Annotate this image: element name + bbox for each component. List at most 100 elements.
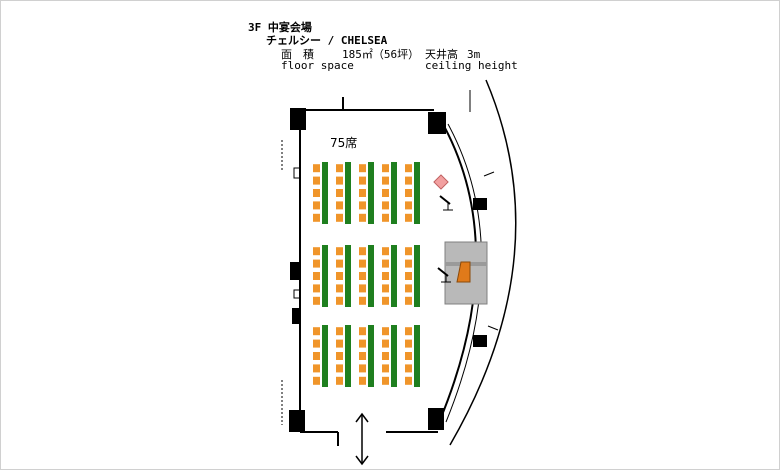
chair: [405, 272, 412, 280]
chair: [336, 176, 343, 185]
pillars: [289, 108, 487, 432]
table: [345, 325, 351, 387]
chair: [405, 189, 412, 197]
chair: [405, 164, 412, 173]
chair: [336, 213, 343, 222]
table: [345, 245, 351, 307]
pillar: [290, 108, 306, 130]
chair: [405, 176, 412, 185]
floor-label: 3F 中宴会場: [248, 21, 312, 34]
table: [391, 245, 397, 307]
table: [391, 162, 397, 224]
chair: [336, 201, 343, 210]
table: [322, 245, 328, 307]
chair: [405, 352, 412, 360]
chair: [405, 327, 412, 336]
area-value: 185㎡（56坪）: [342, 48, 420, 61]
ceiling-label: 天井高: [425, 48, 458, 61]
chair: [405, 364, 412, 373]
microphone-icon: [439, 195, 453, 211]
chair: [313, 339, 320, 348]
chair: [336, 164, 343, 173]
chair: [313, 284, 320, 293]
chair: [382, 339, 389, 348]
chair: [382, 284, 389, 293]
chair: [359, 164, 366, 173]
pillar: [428, 112, 446, 134]
stage-area: [444, 241, 488, 305]
chair: [313, 364, 320, 373]
table: [368, 245, 374, 307]
chair: [382, 327, 389, 336]
chair: [336, 327, 343, 336]
chair: [336, 364, 343, 373]
chair: [359, 296, 366, 305]
chair: [405, 247, 412, 256]
chair: [313, 247, 320, 256]
chair: [313, 259, 320, 268]
table: [322, 162, 328, 224]
chair: [382, 201, 389, 210]
chair: [382, 247, 389, 256]
chair: [382, 259, 389, 268]
chair: [336, 272, 343, 280]
chair: [359, 247, 366, 256]
chair: [313, 376, 320, 385]
chair: [336, 284, 343, 293]
chair: [382, 364, 389, 373]
chair: [382, 176, 389, 185]
chair: [336, 339, 343, 348]
chair: [313, 189, 320, 197]
table-layout: [313, 162, 420, 387]
chair: [336, 189, 343, 197]
flower-icon: [433, 174, 449, 190]
chair: [359, 272, 366, 280]
chair: [313, 213, 320, 222]
chair: [359, 189, 366, 197]
ceiling-value: 3m: [467, 48, 481, 61]
chair: [313, 327, 320, 336]
chair: [313, 296, 320, 305]
chair: [405, 376, 412, 385]
chair: [313, 164, 320, 173]
chair: [313, 272, 320, 280]
microphone-icon: [437, 267, 451, 283]
chair: [359, 284, 366, 293]
chair: [313, 176, 320, 185]
entrance-arrow-icon: [355, 412, 369, 466]
chair: [382, 164, 389, 173]
table: [322, 325, 328, 387]
chair: [405, 284, 412, 293]
chair: [382, 272, 389, 280]
chair: [382, 352, 389, 360]
pillar: [473, 198, 487, 210]
chair: [359, 213, 366, 222]
table: [414, 325, 420, 387]
chair: [336, 247, 343, 256]
chair: [359, 339, 366, 348]
area-label-en: floor space: [281, 59, 354, 72]
chair: [405, 201, 412, 210]
ceiling-label-en: ceiling height: [425, 59, 518, 72]
chair: [359, 327, 366, 336]
pillar: [292, 308, 300, 324]
chair: [336, 376, 343, 385]
chair: [359, 376, 366, 385]
chair: [359, 176, 366, 185]
chair: [382, 189, 389, 197]
table: [368, 162, 374, 224]
chair: [359, 352, 366, 360]
chair: [405, 296, 412, 305]
chair: [382, 296, 389, 305]
pillar: [290, 262, 300, 280]
chair: [359, 364, 366, 373]
chair: [405, 259, 412, 268]
wall-detail: [293, 167, 301, 299]
table: [414, 162, 420, 224]
room-name: チェルシー / CHELSEA: [266, 34, 388, 47]
pillar: [289, 410, 305, 432]
chair: [336, 296, 343, 305]
chair: [336, 259, 343, 268]
table: [345, 162, 351, 224]
